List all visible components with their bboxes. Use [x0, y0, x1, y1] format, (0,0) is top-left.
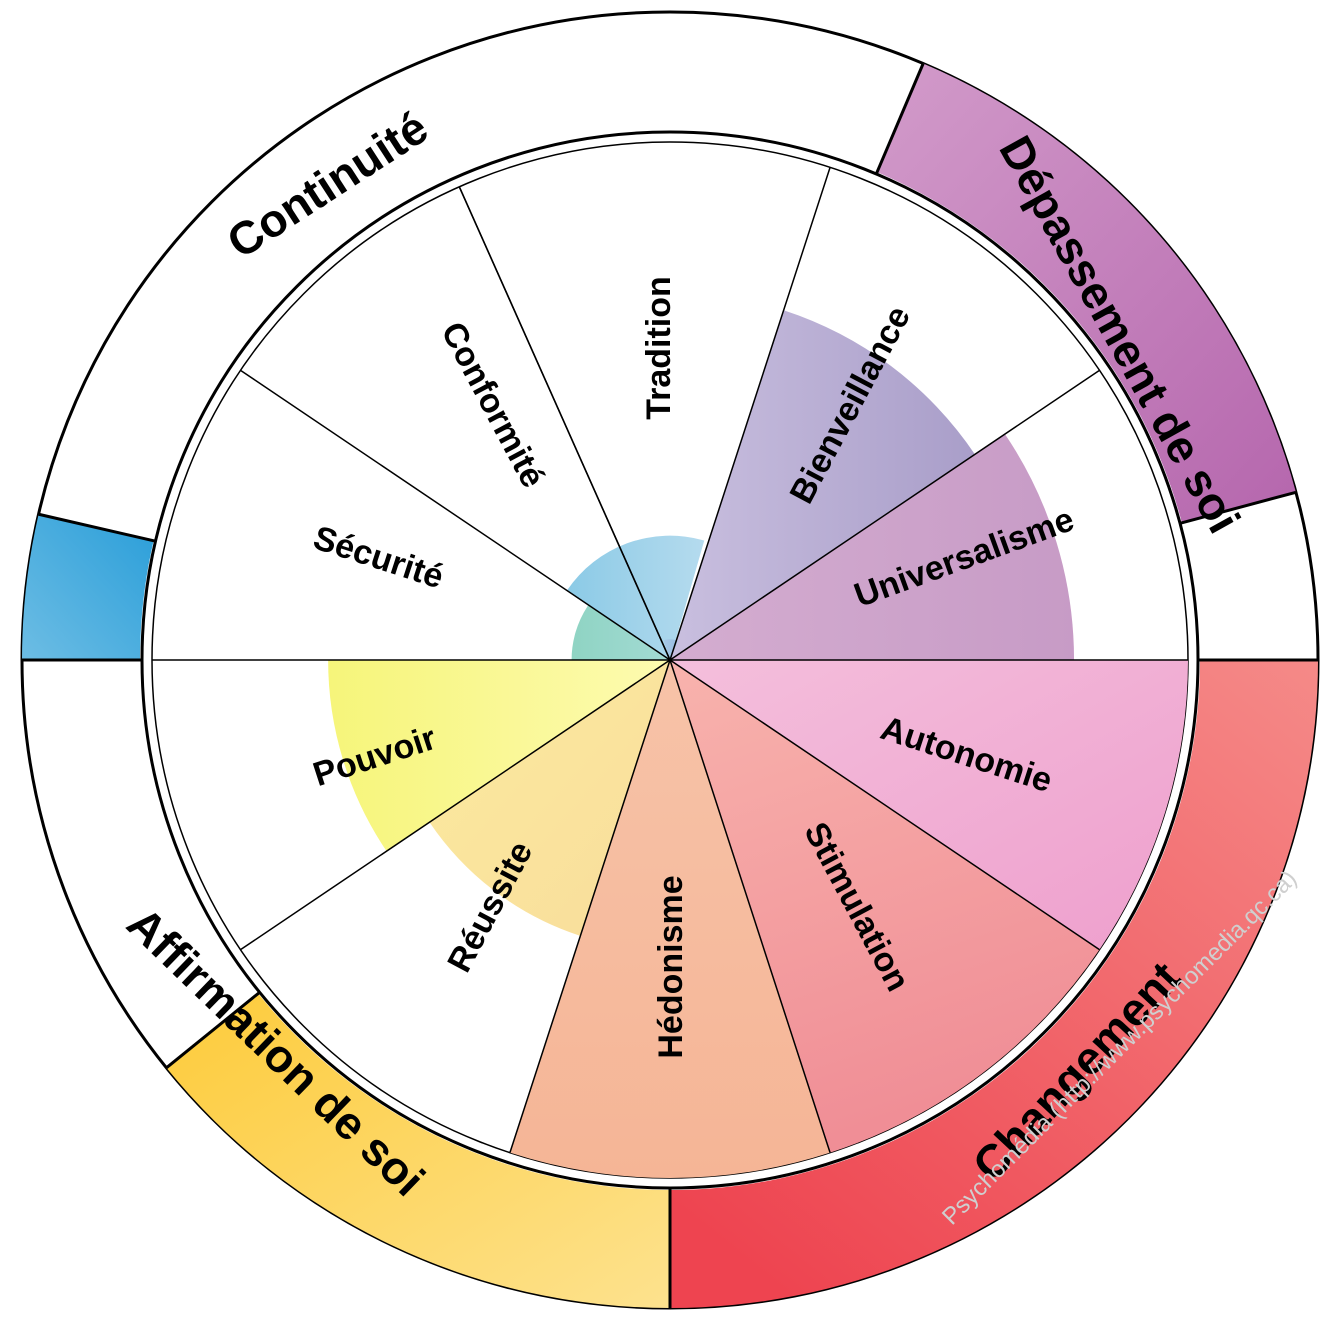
wedge-conformite	[566, 535, 705, 660]
dimension-arc-depassement	[877, 63, 1296, 523]
wheel-spokes	[152, 167, 1188, 1153]
wedge-stimulation	[670, 660, 1100, 1153]
wedge-autonomie	[670, 660, 1188, 950]
spoke-6	[509, 659, 671, 1153]
dimension-arc-continuite	[22, 514, 154, 660]
wedge-universalisme	[670, 434, 1075, 660]
spoke-5	[669, 659, 831, 1153]
dimension-divider-4	[165, 991, 261, 1069]
wedge-reussite	[429, 660, 670, 936]
wedge-tradition_inner	[663, 639, 678, 660]
value-wedges	[328, 310, 1188, 1178]
wedge-hedonisme	[509, 660, 831, 1178]
spoke-10	[458, 186, 671, 661]
spoke-9	[240, 369, 671, 661]
spoke-1	[669, 167, 831, 661]
label-hedonisme: Hédonisme	[652, 875, 690, 1058]
label-tradition: Tradition	[640, 276, 678, 420]
spoke-4	[669, 659, 1100, 951]
spoke-2	[669, 369, 1100, 661]
spoke-7	[240, 659, 671, 951]
dimension-divider-1	[1179, 490, 1297, 525]
dimension-divider-0	[874, 62, 925, 175]
dimension-arc-changement	[670, 660, 1318, 1308]
dimension-dividers	[22, 62, 1318, 1308]
dimension-divider-6	[38, 512, 156, 543]
wedge-pouvoir	[328, 660, 670, 852]
dimension-arc-affirmation	[166, 993, 670, 1308]
dimension-arcs	[22, 63, 1318, 1308]
wedge-bienveillance	[670, 310, 975, 660]
